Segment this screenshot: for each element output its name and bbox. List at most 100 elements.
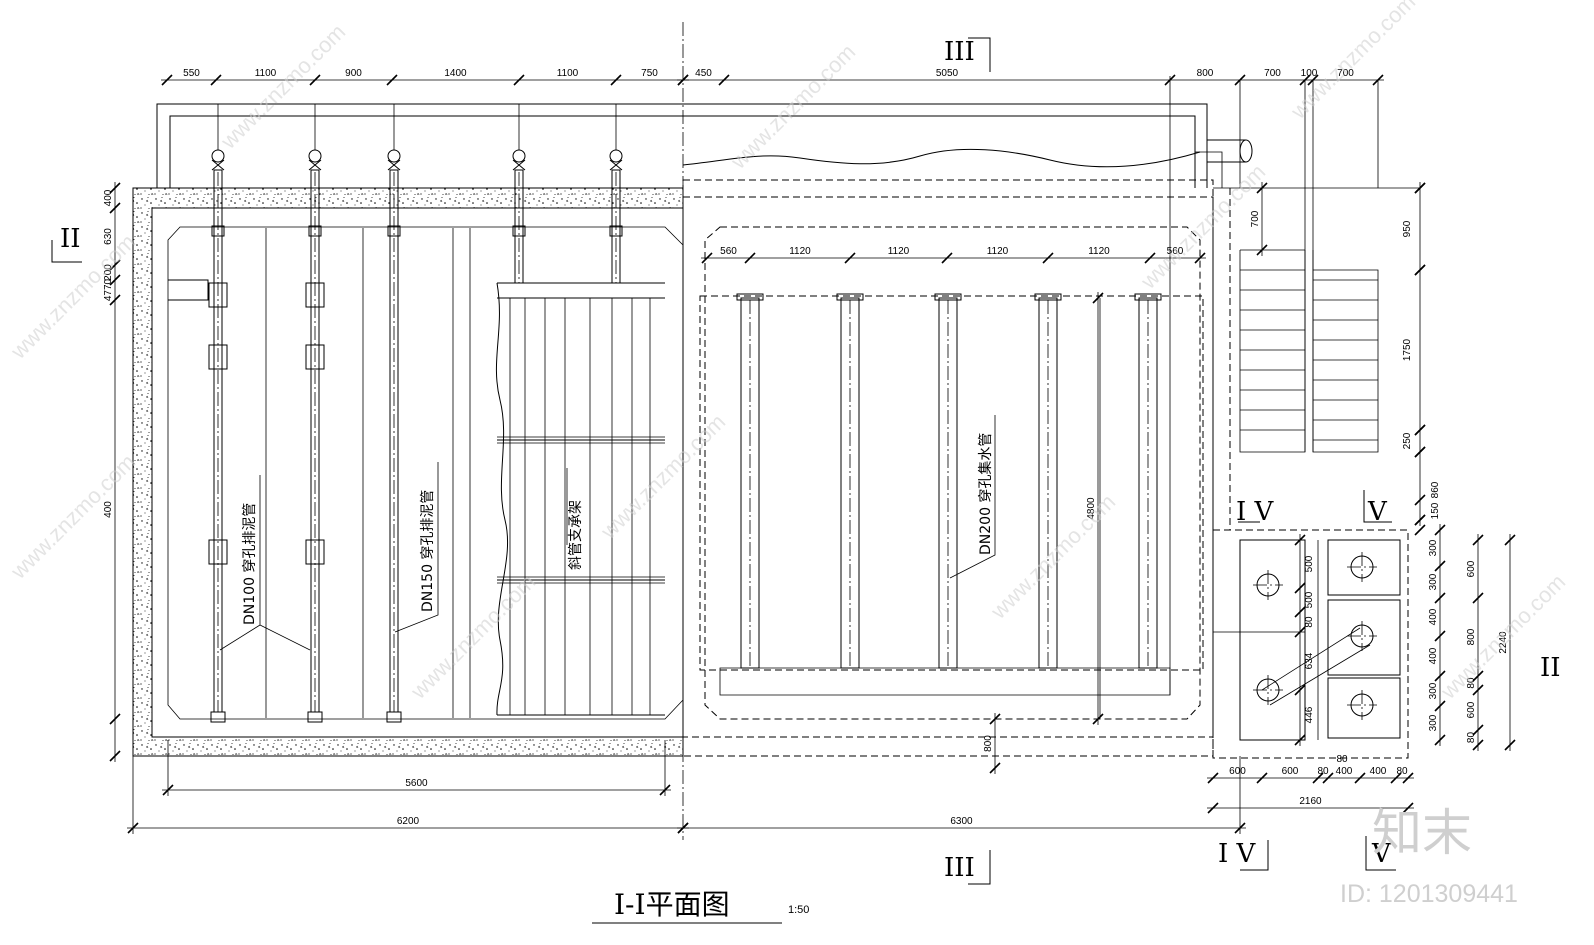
dim-label: 600: [1466, 560, 1477, 577]
dim-label: 5600: [405, 778, 428, 789]
collect-pipe: [736, 293, 764, 669]
valve-icon: [512, 159, 526, 171]
drawing-title: I-I平面图: [614, 888, 730, 921]
label-dn200: DN200 穿孔集水管: [977, 433, 994, 555]
dim-tick: [1414, 182, 1426, 194]
section-IV-bottom: I V: [1218, 839, 1257, 869]
dim-tick: [744, 252, 756, 264]
dim-tick: [1472, 592, 1484, 604]
dim-tick: [1312, 772, 1324, 784]
dim-right-vertical-line: [1414, 182, 1426, 536]
dim-tick: [1402, 802, 1414, 814]
dim-tick: [109, 259, 121, 271]
dim-tick: [1207, 772, 1219, 784]
dim-tick: [1354, 772, 1366, 784]
dim-tick: [1207, 802, 1219, 814]
pipe-flange: [211, 225, 225, 237]
dim-label: 560: [1167, 246, 1184, 257]
dim-label: 600: [1229, 766, 1246, 777]
dim-label: 560: [720, 246, 737, 257]
dim-tick: [109, 202, 121, 214]
dim-tick: [1414, 514, 1426, 526]
watermarks: www.znzmo.comwww.znzmo.comwww.znzmo.comw…: [5, 0, 1570, 704]
section-markers: II II III III I V I V V V: [51, 37, 1561, 885]
valve-icon: [387, 149, 401, 163]
dim-label: 1750: [1402, 338, 1413, 361]
pipe-joint: [208, 539, 228, 565]
valve-icon: [609, 149, 623, 163]
site-watermark: www.znzmo.com: [215, 19, 350, 154]
dim-tick: [513, 74, 525, 86]
dim-width-left: 6200: [127, 816, 689, 834]
dim-label: 400: [1336, 766, 1353, 777]
dim-tick: [1322, 772, 1334, 784]
dim-label: 700: [1264, 68, 1281, 79]
collect-pipes: [736, 293, 1162, 669]
dim-tick: [1434, 630, 1446, 642]
pipe-joint: [305, 282, 325, 308]
dim-tick: [1414, 424, 1426, 436]
label-dn100: DN100 穿孔排泥管: [242, 503, 258, 625]
dim-tick: [1294, 626, 1306, 638]
top-channel: [156, 103, 1253, 188]
dim-label: 100: [1301, 68, 1318, 79]
dim-label: 80: [1336, 754, 1348, 765]
pipe-body: [1038, 297, 1058, 669]
dim-label: 500: [1304, 555, 1315, 572]
valve-icon: [609, 159, 623, 171]
pipe-cap: [210, 711, 226, 723]
dim-label: 80: [1466, 677, 1477, 689]
left-tank: [132, 187, 684, 757]
brand-watermark: 知末: [1372, 804, 1472, 862]
dim-label: 2240: [1498, 631, 1509, 654]
dim-label: 900: [345, 68, 362, 79]
dim-tick: [718, 74, 730, 86]
dim-label: 634: [1304, 652, 1315, 669]
valve-icon: [387, 159, 401, 171]
dim-inner-width: 5600: [162, 778, 671, 796]
pipe-flange: [836, 293, 864, 301]
dim-label: 1100: [255, 68, 277, 79]
dim-tick: [989, 762, 1001, 774]
section-V-top: V: [1367, 497, 1388, 527]
pipe-cap: [386, 711, 402, 723]
dim-tick: [1504, 534, 1516, 546]
dim-label: 4800: [1086, 497, 1097, 520]
dim-label: 500: [1304, 591, 1315, 608]
site-watermark: www.znzmo.com: [595, 409, 730, 544]
dim-tick: [1434, 700, 1446, 712]
dim-label: 250: [1402, 432, 1413, 449]
pipe-joint: [305, 539, 325, 565]
dim-4800: 4800: [1086, 292, 1104, 725]
dim-label: 300: [1428, 539, 1439, 556]
dim-width-right: 6300: [677, 816, 1246, 834]
dim-label: 400: [103, 189, 114, 206]
dim-tick: [1234, 74, 1246, 86]
valve-boxes: [1212, 529, 1409, 759]
dim-label: 300: [1428, 573, 1439, 590]
dim-label: 80: [1304, 616, 1315, 628]
valve-axis: [1347, 690, 1377, 720]
dim-label: 80: [1396, 766, 1408, 777]
title-block: I-I平面图 1:50: [592, 888, 809, 924]
sludge-pipe: [208, 104, 228, 723]
sludge-pipe: [305, 104, 325, 723]
dim-tick: [1092, 292, 1104, 304]
dim-tick: [1144, 252, 1156, 264]
dim-label: 300: [1428, 714, 1439, 731]
dim-tick: [1472, 534, 1484, 546]
dim-tick: [1092, 713, 1104, 725]
section-III-bottom: III: [944, 853, 975, 883]
dim-tick: [1414, 524, 1426, 536]
label-support: 斜管支承架: [568, 500, 584, 570]
pipe-joint: [305, 344, 325, 370]
dim-tick: [109, 182, 121, 194]
pipe-body: [938, 297, 958, 669]
dim-tick: [1434, 734, 1446, 746]
dim-label: 2160: [1299, 796, 1322, 807]
dim-label: 5050: [936, 68, 959, 79]
dim-tick: [386, 74, 398, 86]
